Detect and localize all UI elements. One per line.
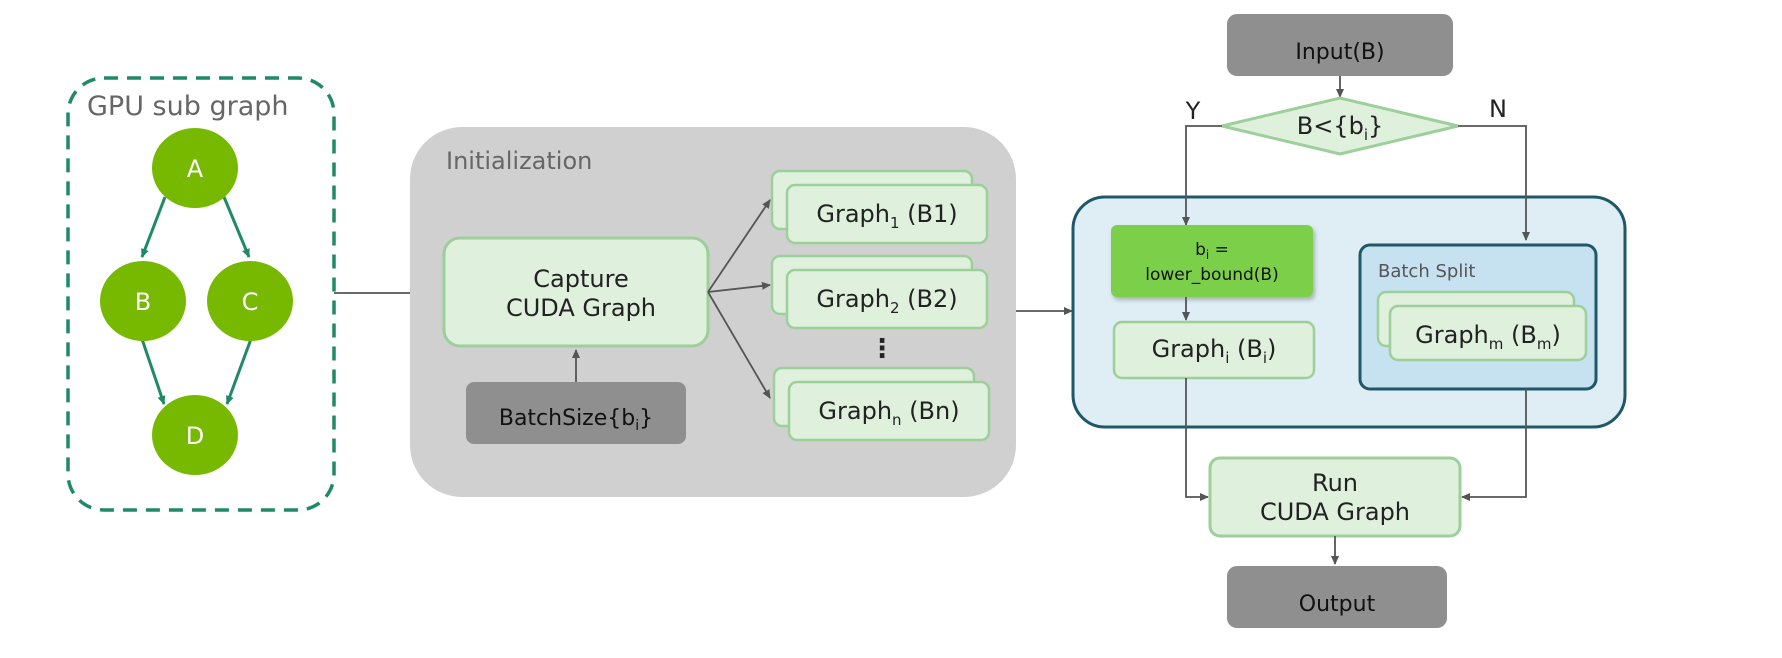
graph-1-stack: Graph1 (B1)	[770, 169, 989, 245]
edge-c-d	[225, 338, 253, 405]
batch-split-title: Batch Split	[1378, 261, 1475, 282]
arrow-capture-to-graph2	[707, 281, 771, 293]
graph-n-stack: Graphn (Bn)	[772, 366, 991, 442]
output-box	[1227, 566, 1447, 628]
input-label: Input(B)	[1295, 40, 1384, 65]
graph-2-card	[785, 268, 989, 330]
gpu-subgraph-panel: GPU sub graph A B C D	[66, 76, 336, 512]
node-d-label: D	[186, 422, 204, 450]
arrow-no-branch	[1458, 125, 1530, 241]
lower-bound-box	[1111, 225, 1313, 297]
node-a-label: A	[187, 155, 204, 183]
graph-i-mid: (B	[1229, 335, 1262, 363]
graph-2-sub: 2	[890, 299, 900, 317]
graph-m-sub: m	[1489, 335, 1504, 353]
lower-bound-b: b	[1195, 240, 1206, 260]
arrow-capture-to-graph1	[707, 199, 771, 293]
graph-i-main: Graph	[1152, 335, 1226, 363]
gpu-subgraph-border	[66, 76, 336, 512]
runtime-flow: Input(B) B<{bi} Y N bi = lower_bound(B) …	[1071, 14, 1627, 628]
batchsize-label: BatchSize{bi}	[499, 406, 653, 434]
input-box	[1227, 14, 1453, 76]
graph-n-label: Graphn (Bn)	[818, 397, 959, 429]
graph-1-suffix: (B1)	[900, 200, 958, 228]
graph-1-label: Graph1 (B1)	[816, 200, 957, 232]
graph-m-close: )	[1551, 321, 1560, 349]
graph-i-label: Graphi (Bi)	[1152, 335, 1277, 367]
decision-sub: i	[1364, 126, 1368, 144]
node-c	[207, 261, 293, 341]
graph-n-card	[787, 380, 991, 442]
no-label: N	[1489, 95, 1507, 123]
edge-b-d	[140, 338, 166, 405]
decision-label: B<{bi}	[1297, 112, 1384, 144]
graph-m-card	[1388, 304, 1588, 362]
initialization-panel: Initialization Capture CUDA Graph BatchS…	[410, 127, 1016, 497]
batchsize-sub: i	[635, 418, 639, 434]
node-b	[100, 261, 186, 341]
batchsize-box	[466, 382, 686, 444]
graph-n-suffix: (Bn)	[902, 397, 960, 425]
capture-line-2: CUDA Graph	[506, 294, 656, 322]
graph-m-mid: (B	[1503, 321, 1536, 349]
edge-a-b	[140, 196, 167, 258]
edge-a-c	[222, 196, 251, 258]
run-line-1: Run	[1312, 469, 1358, 497]
graph-2-stack: Graph2 (B2)	[770, 254, 989, 330]
output-label: Output	[1299, 592, 1376, 617]
node-c-label: C	[242, 288, 259, 316]
lower-bound-sub: i	[1206, 248, 1209, 262]
arrow-graphm-to-run	[1461, 389, 1527, 501]
graph-i-sub2: i	[1263, 349, 1267, 367]
graph-i-box	[1112, 320, 1316, 380]
decision-main: B<{b	[1297, 112, 1364, 140]
graph-i-sub: i	[1225, 349, 1229, 367]
graph-2-main: Graph	[816, 285, 890, 313]
graph-1-main: Graph	[816, 200, 890, 228]
batchsize-main: BatchSize{b	[499, 406, 635, 431]
graph-m-sub2: m	[1537, 335, 1552, 353]
arrow-graphi-to-run	[1185, 378, 1209, 501]
graph-i-close: )	[1267, 335, 1276, 363]
batchsize-close: }	[639, 406, 653, 431]
yes-label: Y	[1185, 97, 1201, 125]
capture-line-1: Capture	[533, 265, 628, 293]
graph-1-card	[785, 183, 989, 245]
initialization-title: Initialization	[446, 147, 592, 175]
graph-m-label: Graphm (Bm)	[1415, 321, 1561, 353]
lower-bound-line-1: bi =	[1195, 240, 1229, 262]
node-b-label: B	[135, 288, 151, 316]
lower-bound-eq: =	[1209, 240, 1229, 260]
graph-2-label: Graph2 (B2)	[816, 285, 957, 317]
decision-close: }	[1368, 112, 1383, 140]
graph-2-suffix: (B2)	[900, 285, 958, 313]
gpu-subgraph-title: GPU sub graph	[87, 91, 289, 122]
graphs-ellipsis: ⋮	[869, 334, 895, 364]
graph-m-main: Graph	[1415, 321, 1489, 349]
run-line-2: CUDA Graph	[1260, 498, 1410, 526]
graph-n-main: Graph	[818, 397, 892, 425]
graph-1-sub: 1	[890, 214, 900, 232]
graph-n-sub: n	[892, 411, 902, 429]
lower-bound-line-2: lower_bound(B)	[1145, 265, 1278, 285]
arrow-yes-branch	[1182, 125, 1222, 226]
node-d	[152, 395, 238, 475]
node-a	[152, 128, 238, 208]
arrow-capture-to-graphn	[707, 291, 771, 399]
